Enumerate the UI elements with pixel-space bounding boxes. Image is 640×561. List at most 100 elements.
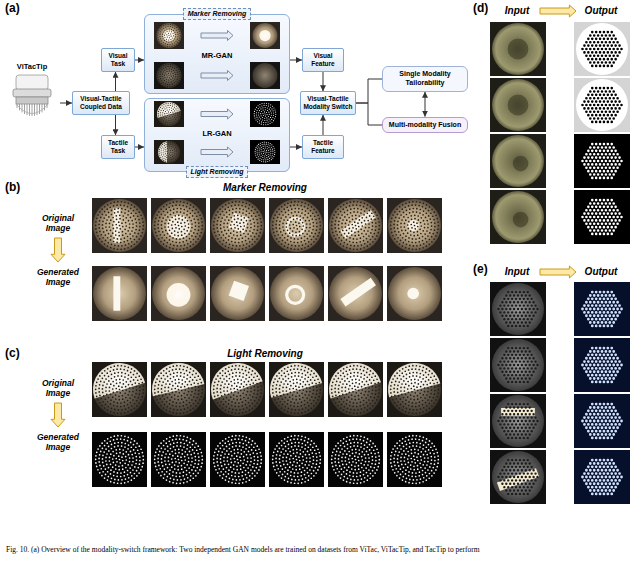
sensor-pins bbox=[17, 104, 47, 116]
marker-dots bbox=[158, 103, 181, 126]
label-slot: Input bbox=[495, 5, 539, 17]
block-arrow bbox=[201, 147, 233, 157]
image-background bbox=[250, 140, 280, 164]
node-text: LR-GAN bbox=[202, 129, 231, 138]
marker-dots bbox=[272, 435, 321, 484]
block-arrow bbox=[51, 238, 65, 262]
node-text: ViTacTip bbox=[4, 62, 60, 71]
group-heading: Light Removing bbox=[186, 166, 249, 178]
marker-dots bbox=[157, 64, 181, 88]
sensor-image bbox=[328, 266, 383, 321]
sensor-image bbox=[269, 362, 324, 417]
sensor-image bbox=[490, 338, 546, 392]
sensor-image bbox=[574, 22, 630, 76]
sensor-disk bbox=[270, 363, 323, 416]
image-background bbox=[92, 266, 147, 321]
sensor-image bbox=[387, 362, 442, 417]
image-background bbox=[490, 394, 546, 448]
image-background bbox=[387, 362, 442, 417]
marker-dots bbox=[213, 435, 262, 484]
image-background bbox=[92, 362, 147, 417]
panel-heading: Light Removing bbox=[227, 348, 303, 359]
connector bbox=[290, 147, 302, 148]
image-background bbox=[151, 362, 206, 417]
contact-object bbox=[167, 283, 191, 307]
label-slot: (d) bbox=[473, 1, 503, 15]
marker-dots bbox=[497, 403, 538, 439]
connector bbox=[135, 147, 144, 148]
marker-dots bbox=[331, 365, 380, 414]
sensor-icon bbox=[7, 73, 57, 123]
node-text: Tactile Feature bbox=[305, 139, 341, 155]
sensor-image bbox=[151, 362, 206, 417]
image-background bbox=[490, 338, 546, 392]
marker-dots bbox=[272, 365, 321, 414]
marker-dots bbox=[581, 459, 623, 496]
image-background bbox=[210, 362, 265, 417]
sensor-disk bbox=[152, 363, 205, 416]
process-box: Tactile Feature bbox=[302, 135, 344, 159]
image-label: Generated Image bbox=[37, 432, 79, 452]
connector bbox=[323, 115, 324, 135]
connector bbox=[135, 60, 144, 61]
sensor-disk bbox=[270, 267, 323, 320]
process-box: Visual Feature bbox=[302, 48, 344, 72]
outcome-box: Multi-modality Fusion bbox=[382, 117, 468, 134]
contact-object bbox=[407, 288, 419, 300]
image-background bbox=[92, 432, 147, 487]
gan-group-box: LR-GANLight Removing bbox=[144, 98, 290, 172]
marker-dots bbox=[581, 403, 623, 440]
panel-letter: (e) bbox=[473, 262, 488, 276]
outcome-box: Single Modality Tailorability bbox=[382, 66, 468, 92]
image-background bbox=[210, 266, 265, 321]
marker-dots bbox=[581, 199, 623, 235]
sensor-image bbox=[151, 432, 206, 487]
contact-patch bbox=[508, 95, 529, 116]
sensor-image bbox=[269, 432, 324, 487]
image-background bbox=[490, 450, 546, 504]
image-background bbox=[574, 190, 630, 244]
image-background bbox=[250, 62, 280, 89]
sensor-image bbox=[250, 62, 280, 89]
image-background bbox=[328, 362, 383, 417]
sensor-disk bbox=[157, 23, 182, 48]
sensor-disk bbox=[93, 267, 146, 320]
image-label: Input bbox=[505, 5, 529, 16]
marker-dots bbox=[390, 365, 439, 414]
label-slot: Original Image bbox=[34, 379, 82, 399]
image-background bbox=[574, 134, 630, 188]
label-slot: (b) bbox=[5, 180, 35, 194]
sensor-disk bbox=[270, 199, 323, 252]
panel-letter: (a) bbox=[5, 1, 20, 15]
image-background bbox=[328, 432, 383, 487]
contact-object bbox=[259, 30, 270, 41]
connector bbox=[356, 79, 382, 103]
sensor-disk bbox=[93, 363, 146, 416]
marker-dots bbox=[272, 201, 321, 250]
sensor-disk bbox=[253, 23, 278, 48]
sensor-image bbox=[151, 198, 206, 253]
sensor-image bbox=[269, 198, 324, 253]
block-arrow bbox=[201, 31, 233, 41]
sensor-image bbox=[490, 394, 546, 448]
connector bbox=[323, 72, 324, 91]
label-slot: (a) bbox=[5, 1, 35, 15]
sensor-image bbox=[490, 134, 546, 188]
image-label: Input bbox=[505, 266, 529, 277]
marker-dots bbox=[581, 291, 623, 328]
sensor-image bbox=[574, 450, 630, 504]
sensor-image bbox=[154, 101, 184, 127]
marker-dots bbox=[497, 459, 538, 495]
light-region bbox=[157, 102, 181, 118]
gan-group-box: Marker RemovingMR-GAN bbox=[144, 14, 290, 94]
contact-object bbox=[113, 276, 120, 310]
sensor-disk bbox=[329, 199, 382, 252]
sensor-image bbox=[250, 140, 280, 164]
marker-dots bbox=[497, 347, 538, 383]
sensor-disk bbox=[492, 23, 544, 75]
sensor-image bbox=[210, 432, 265, 487]
sensor-disk bbox=[211, 267, 264, 320]
sensor-disk bbox=[576, 23, 628, 75]
sensor-image bbox=[574, 134, 630, 188]
